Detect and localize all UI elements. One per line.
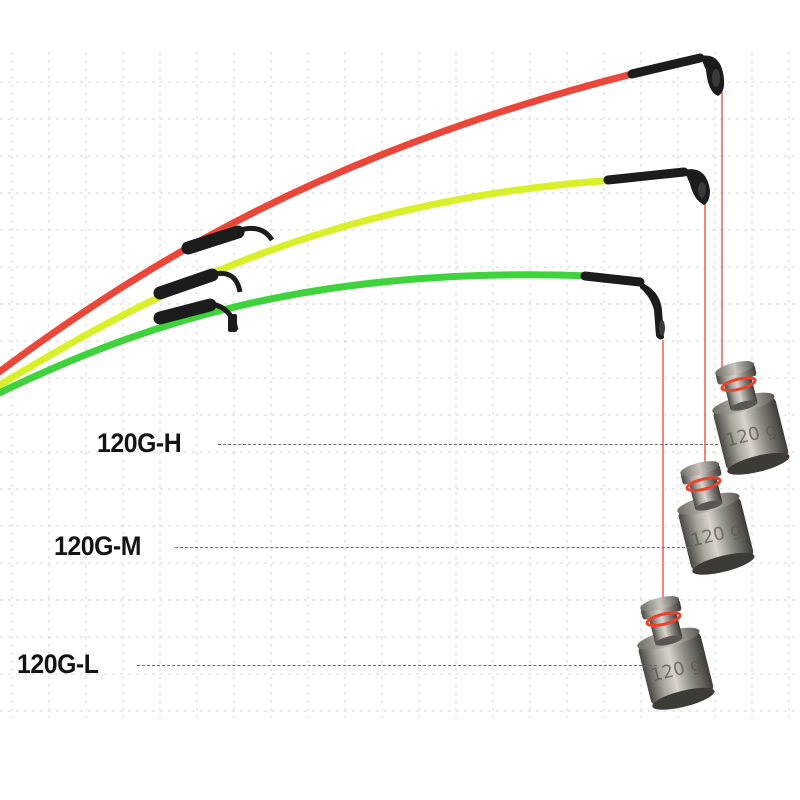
rod-120g-m — [0, 167, 710, 390]
leader-line-120g-h — [218, 444, 718, 445]
fishing-lines — [662, 92, 723, 610]
label-120g-m: 120G-M — [54, 531, 141, 561]
leader-line-120g-m — [175, 547, 695, 548]
label-120g-h: 120G-H — [97, 428, 182, 458]
rod-120g-l — [0, 271, 665, 397]
weight-120g-l — [625, 588, 718, 716]
rod-120g-h — [0, 53, 725, 376]
weight-120g-h — [700, 353, 793, 481]
leader-line-120g-l — [137, 665, 657, 666]
label-120g-l: 120G-L — [17, 649, 99, 679]
